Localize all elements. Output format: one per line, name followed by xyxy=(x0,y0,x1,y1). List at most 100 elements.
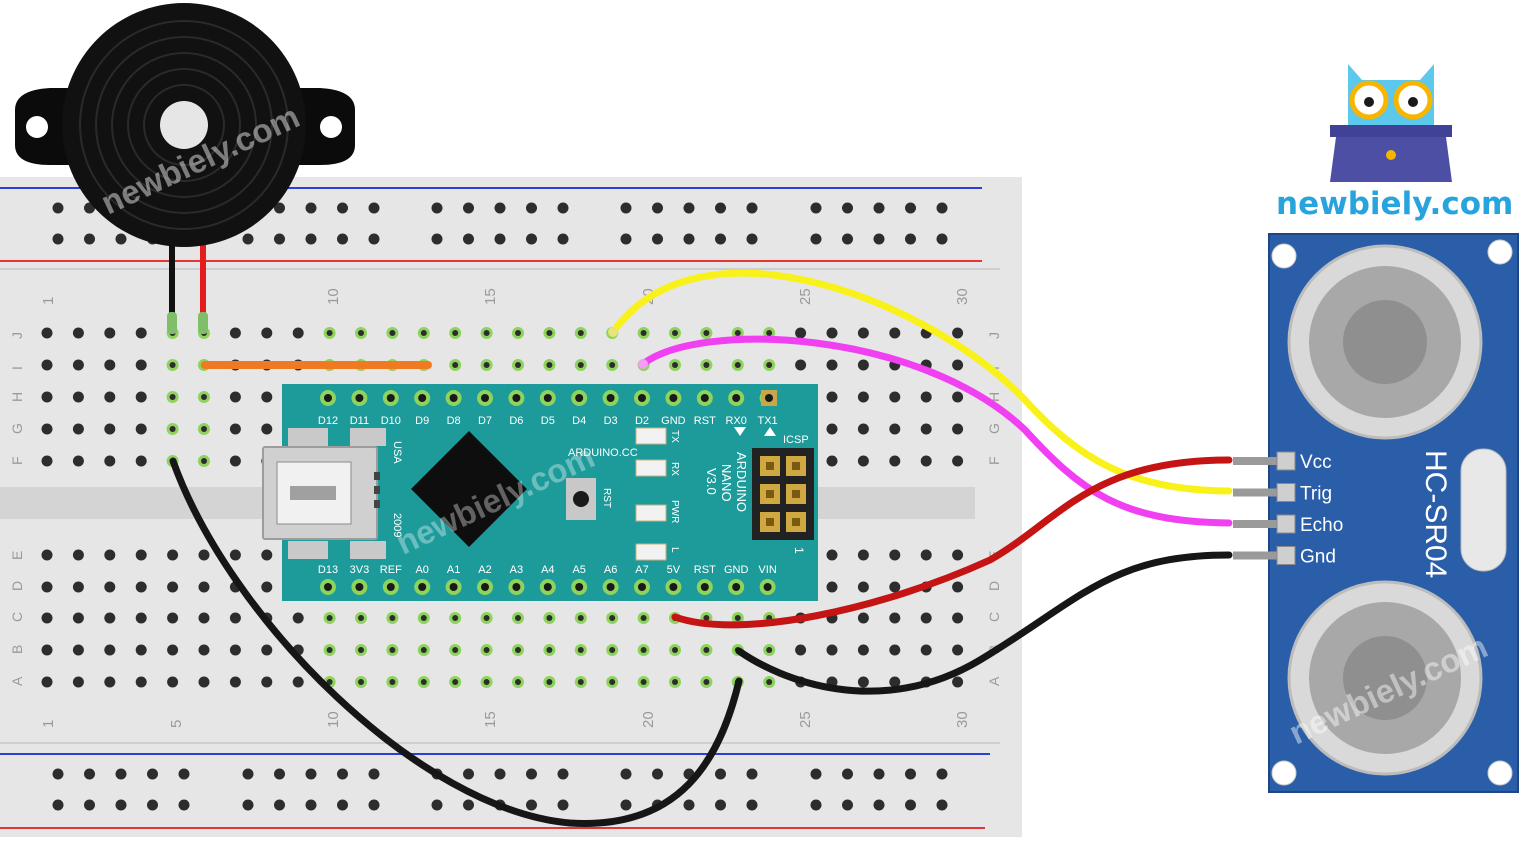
reset-button[interactable] xyxy=(573,491,589,507)
power-rail-hole xyxy=(715,799,726,811)
breadboard-hole xyxy=(104,455,116,467)
breadboard-hole xyxy=(857,581,869,593)
breadboard-hole-inner xyxy=(703,615,710,621)
breadboard-hole xyxy=(826,644,838,656)
arduino-top-pin-label: D5 xyxy=(541,415,555,427)
arduino-pin-hole xyxy=(606,583,615,591)
breadboard-hole xyxy=(229,391,241,403)
breadboard-hole xyxy=(167,644,179,656)
power-rail-hole xyxy=(905,768,916,780)
breadboard-hole-inner xyxy=(609,679,616,685)
breadboard-hole xyxy=(952,359,964,371)
power-rail-hole xyxy=(683,799,695,811)
breadboard-hole xyxy=(826,391,838,403)
buzzer-mount-hole-right xyxy=(320,116,342,138)
power-rail-hole xyxy=(337,233,348,245)
power-rail-hole xyxy=(52,233,64,245)
breadboard-hole xyxy=(826,581,838,593)
usb-label: USA xyxy=(391,441,403,464)
breadboard-hole-inner xyxy=(420,679,427,685)
power-rail-hole xyxy=(905,233,916,245)
row-letter-h-right: H xyxy=(986,392,1002,402)
arduino-bottom-pin-label: A2 xyxy=(478,564,491,576)
breadboard-hole xyxy=(167,612,179,624)
power-rail-hole xyxy=(52,799,64,811)
breadboard-hole-inner xyxy=(640,647,647,653)
power-rail-hole xyxy=(810,768,822,780)
breadboard-hole-inner xyxy=(609,647,616,653)
crystal-oscillator xyxy=(1460,448,1507,572)
breadboard-hole xyxy=(104,359,116,371)
usb-tab xyxy=(350,541,386,559)
breadboard-hole xyxy=(72,359,84,371)
breadboard-hole xyxy=(135,423,147,435)
breadboard-hole xyxy=(920,423,932,435)
row-letter-g-left: G xyxy=(9,423,25,434)
breadboard-hole-inner xyxy=(672,647,678,653)
breadboard-hole xyxy=(952,423,964,435)
arduino-pin-hole xyxy=(512,583,521,591)
breadboard-hole-inner xyxy=(766,679,773,685)
power-rail-hole xyxy=(84,768,95,780)
power-rail-hole xyxy=(746,768,758,780)
power-rail-hole xyxy=(242,233,254,245)
power-rail-hole xyxy=(274,799,285,811)
breadboard-hole xyxy=(72,391,84,403)
breadboard-hole-inner xyxy=(546,647,553,653)
arduino-top-pin-label: D6 xyxy=(509,415,523,427)
power-rail-hole xyxy=(620,768,632,780)
breadboard-hole xyxy=(889,581,901,593)
breadboard-hole xyxy=(952,644,964,656)
breadboard-hole xyxy=(41,391,53,403)
breadboard-hole-inner xyxy=(609,615,616,621)
arduino-pin-hole xyxy=(543,583,552,591)
breadboard-hole xyxy=(857,549,869,561)
col-number-15-bottom: 15 xyxy=(482,711,499,728)
power-rail-hole xyxy=(810,233,822,245)
breadboard-hole xyxy=(229,644,241,656)
power-rail-hole xyxy=(526,233,537,245)
breadboard-hole-inner xyxy=(515,679,521,685)
arduino-bottom-pin-label: VIN xyxy=(758,564,776,576)
arduino-pin-hole xyxy=(606,394,615,402)
arduino-bottom-pin-label: D13 xyxy=(318,564,338,576)
col-number-20-bottom: 20 xyxy=(640,711,657,728)
breadboard-hole xyxy=(857,391,869,403)
breadboard-hole xyxy=(135,644,147,656)
breadboard-hole-inner xyxy=(169,362,176,368)
breadboard-hole xyxy=(198,581,210,593)
usb-pin xyxy=(374,486,380,494)
power-rail-hole xyxy=(652,202,663,214)
power-rail-hole xyxy=(178,799,190,811)
breadboard-hole xyxy=(889,644,901,656)
breadboard-hole-inner xyxy=(609,362,616,368)
row-letter-i-left: I xyxy=(9,366,25,370)
power-rail-hole xyxy=(620,233,632,245)
usb-tab xyxy=(288,541,328,559)
breadboard-hole xyxy=(889,455,901,467)
arduino-bottom-pin-row xyxy=(320,579,776,595)
arduino-bottom-pin-label: GND xyxy=(724,564,749,576)
usb-pin xyxy=(374,472,380,480)
breadboard-hole xyxy=(920,612,932,624)
breadboard-hole-inner xyxy=(766,647,773,653)
col-number-25-bottom: 25 xyxy=(797,711,814,728)
led-l xyxy=(635,543,667,561)
breadboard-hole xyxy=(952,391,964,403)
breadboard-hole-inner xyxy=(452,647,459,653)
breadboard-hole-inner xyxy=(515,647,521,653)
sensor-pin xyxy=(1276,451,1296,471)
arduino-pin-hole xyxy=(732,583,741,591)
power-rail-hole xyxy=(431,799,443,811)
arduino-top-pin-label: D10 xyxy=(381,415,401,427)
arduino-top-pin-label: TX1 xyxy=(758,415,778,427)
wire-d2-to-echo xyxy=(639,335,1233,527)
arduino-pin-hole xyxy=(732,394,741,402)
breadboard-hole xyxy=(952,612,964,624)
breadboard-hole xyxy=(104,327,116,339)
usb-tab xyxy=(350,428,386,446)
power-rail-hole xyxy=(936,233,948,245)
power-rail-hole xyxy=(873,799,885,811)
model-line-version: V3.0 xyxy=(704,468,719,495)
led-pwr-label: PWR xyxy=(669,500,680,523)
